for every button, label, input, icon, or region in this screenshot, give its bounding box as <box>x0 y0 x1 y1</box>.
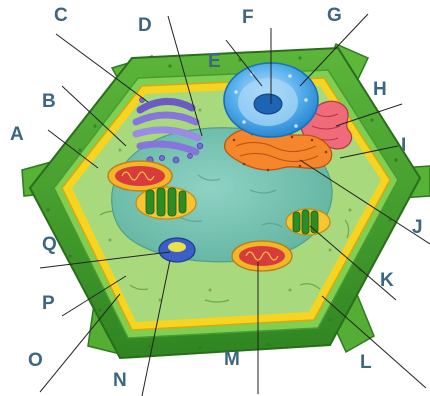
label-f: F <box>242 7 254 28</box>
label-q: Q <box>42 234 57 255</box>
label-e: E <box>208 51 221 72</box>
label-m: M <box>224 349 240 370</box>
chloroplast-left <box>136 187 196 219</box>
peroxisome <box>159 238 195 262</box>
leader-l <box>322 296 426 388</box>
label-g: G <box>327 5 342 26</box>
label-h: H <box>373 79 387 100</box>
nucleolus <box>254 94 282 114</box>
label-n: N <box>113 370 127 391</box>
label-a: A <box>10 124 24 145</box>
label-d: D <box>138 15 152 36</box>
label-l: L <box>360 352 372 373</box>
label-j: J <box>412 217 423 238</box>
chloroplast-right <box>286 209 330 235</box>
label-p: P <box>42 293 55 314</box>
label-k: K <box>380 270 394 291</box>
label-o: O <box>28 350 43 371</box>
mitochondrion-bottom <box>232 241 292 271</box>
label-b: B <box>42 91 56 112</box>
label-i: I <box>401 135 406 156</box>
label-c: C <box>54 5 68 26</box>
